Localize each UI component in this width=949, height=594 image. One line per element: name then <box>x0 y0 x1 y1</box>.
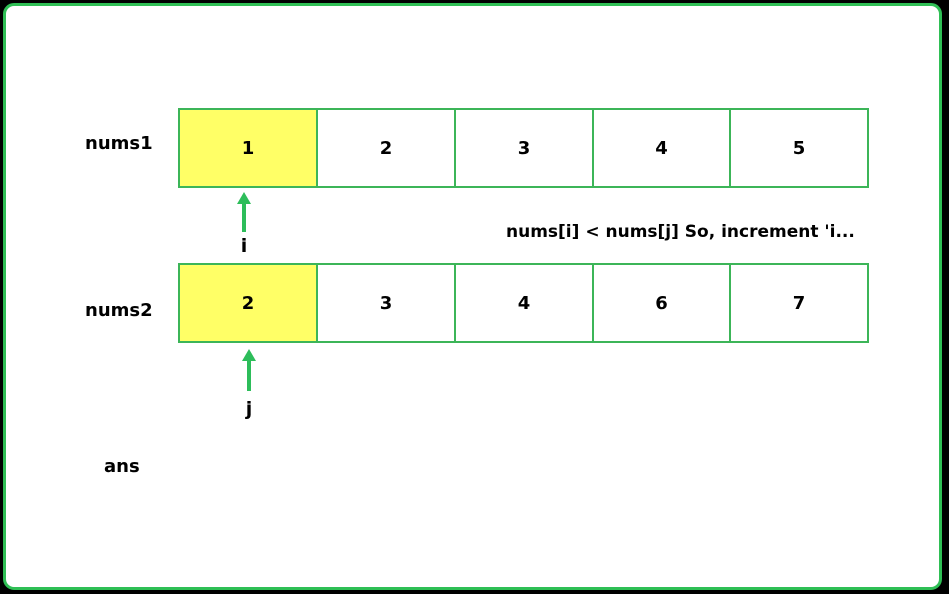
nums2-array: 2 3 4 6 7 <box>178 263 869 343</box>
nums2-cell-1: 3 <box>316 263 456 343</box>
nums1-cell-2: 3 <box>454 108 594 188</box>
nums1-cell-0: 1 <box>178 108 318 188</box>
nums2-cell-4: 7 <box>729 263 869 343</box>
nums1-array: 1 2 3 4 5 <box>178 108 869 188</box>
pointer-j-label: j <box>245 398 253 420</box>
pointer-j-arrow-icon <box>242 349 256 391</box>
nums1-cell-4: 5 <box>729 108 869 188</box>
nums1-cell-1: 2 <box>316 108 456 188</box>
nums1-label: nums1 <box>85 133 153 154</box>
nums2-cell-3: 6 <box>592 263 731 343</box>
comparison-note: nums[i] < nums[j] So, increment 'i... <box>506 222 855 242</box>
pointer-i-arrow-icon <box>237 192 251 232</box>
nums2-cell-0: 2 <box>178 263 318 343</box>
diagram-frame: nums1 1 2 3 4 5 i nums[i] < nums[j] So, … <box>3 3 942 590</box>
pointer-i-label: i <box>240 235 248 257</box>
nums1-cell-3: 4 <box>592 108 731 188</box>
nums2-label: nums2 <box>85 300 153 321</box>
ans-label: ans <box>104 456 140 477</box>
nums2-cell-2: 4 <box>454 263 594 343</box>
